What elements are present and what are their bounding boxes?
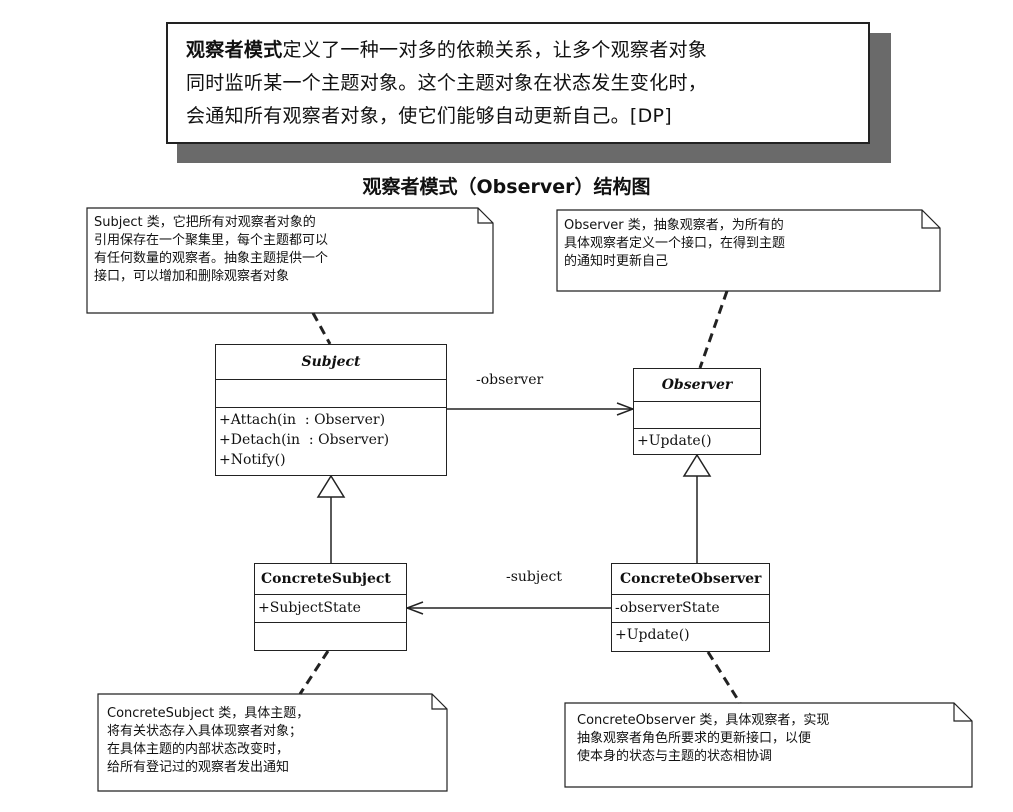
definition-line2: 同时监听某一个主题对象。这个主题对象在状态发生变化时， (186, 72, 708, 94)
attribute-subject-state: +SubjectState (258, 600, 361, 616)
operation-notify: +Notify() (219, 452, 286, 468)
note-concrete-observer-line: 抽象观察者角色所要求的更新接口，以便 (577, 731, 812, 746)
class-concrete-subject-operations (255, 622, 406, 623)
class-observer-operations: +Update() (634, 428, 760, 451)
definition-line3: 会通知所有观察者对象，使它们能够自动更新自己。[DP] (186, 105, 673, 127)
note-subject: Subject 类，它把所有对观察者对象的 引用保存在一个聚集里，每个主题都可以… (94, 214, 328, 286)
class-concrete-subject: ConcreteSubject +SubjectState (254, 563, 407, 651)
association-subject-label: -subject (506, 569, 562, 585)
note-concrete-subject-line: ConcreteSubject 类，具体主题， (107, 706, 310, 721)
generalization-observer-head (682, 453, 712, 477)
class-subject-attributes (216, 379, 446, 407)
generalization-subject-head (316, 474, 346, 498)
association-observer-label: -observer (476, 372, 544, 388)
anchor-concrete-subject-note (298, 650, 330, 695)
note-concrete-subject-line: 将有关状态存入具体现察者对象； (107, 724, 303, 739)
class-subject-operations: +Attach(in : Observer) +Detach(in : Obse… (216, 407, 446, 470)
note-concrete-observer-outline (564, 702, 973, 788)
operation-update: +Update() (615, 627, 690, 643)
class-concrete-observer-attributes: -observerState (612, 594, 769, 622)
note-concrete-observer: ConcreteObserver 类，具体观察者，实现 抽象观察者角色所要求的更… (577, 712, 829, 766)
note-observer: Observer 类，抽象观察者，为所有的 具体观察者定义一个接口，在得到主题 … (564, 217, 785, 271)
definition-box: 观察者模式定义了一种一对多的依赖关系，让多个观察者对象 同时监听某一个主题对象。… (166, 22, 870, 144)
class-observer-attributes (634, 401, 760, 428)
note-observer-outline (556, 209, 941, 292)
attribute-observer-state: -observerState (615, 600, 720, 616)
anchor-subject-note (311, 312, 332, 345)
class-concrete-subject-attributes: +SubjectState (255, 594, 406, 622)
anchor-observer-note (698, 290, 729, 369)
definition-term: 观察者模式 (186, 39, 283, 61)
note-subject-line: 有任何数量的观察者。抽象主题提供一个 (94, 251, 329, 266)
note-observer-line: 具体观察者定义一个接口，在得到主题 (564, 236, 786, 251)
class-observer: Observer +Update() (633, 368, 761, 455)
class-concrete-observer-operations: +Update() (612, 622, 769, 645)
note-subject-line: 引用保存在一个聚集里，每个主题都可以 (94, 233, 329, 248)
definition-line1: 定义了一种一对多的依赖关系，让多个观察者对象 (282, 39, 708, 61)
operation-update: +Update() (637, 433, 712, 449)
diagram-title: 观察者模式（Observer）结构图 (362, 176, 651, 198)
note-subject-line: Subject 类，它把所有对观察者对象的 (94, 215, 316, 230)
note-concrete-observer-line: 使本身的状态与主题的状态相协调 (577, 749, 773, 764)
note-subject-outline (86, 207, 494, 314)
note-concrete-observer-line: ConcreteObserver 类，具体观察者，实现 (577, 713, 830, 728)
operation-attach: +Attach(in : Observer) (219, 412, 386, 428)
operation-detach: +Detach(in : Observer) (219, 432, 390, 448)
class-concrete-observer-name: ConcreteObserver (620, 571, 762, 587)
class-subject-name: Subject (301, 354, 361, 370)
class-concrete-subject-name: ConcreteSubject (261, 571, 391, 587)
anchor-concrete-observer-note (706, 651, 742, 704)
note-observer-line: 的通知时更新自己 (564, 254, 669, 269)
note-concrete-subject-line: 给所有登记过的观察者发出通知 (107, 760, 290, 775)
class-subject: Subject +Attach(in : Observer) +Detach(i… (215, 344, 447, 476)
class-observer-name: Observer (661, 377, 733, 393)
class-concrete-observer: ConcreteObserver -observerState +Update(… (611, 563, 770, 652)
note-concrete-subject-line: 在具体主题的内部状态改变时， (107, 742, 290, 757)
note-concrete-subject-outline (97, 693, 448, 792)
note-observer-line: Observer 类，抽象观察者，为所有的 (564, 218, 784, 233)
note-subject-line: 接口，可以增加和删除观察者对象 (94, 269, 290, 284)
note-concrete-subject: ConcreteSubject 类，具体主题， 将有关状态存入具体现察者对象； … (107, 705, 309, 777)
